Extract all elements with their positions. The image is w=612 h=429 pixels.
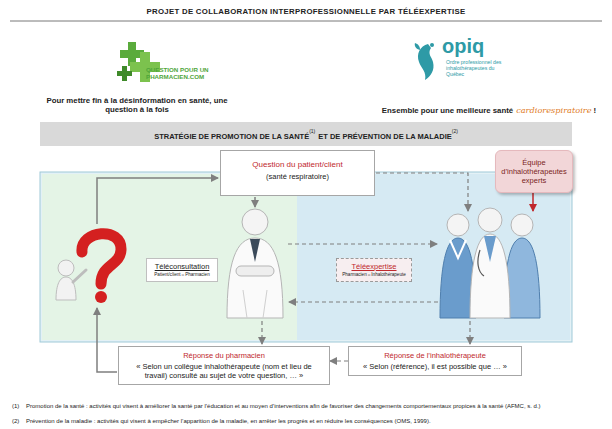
expert-team-figure-part — [478, 208, 502, 232]
flow-wires-part — [254, 197, 256, 207]
expert-team-figure-part — [447, 214, 469, 236]
expert-team-figure-part — [450, 240, 466, 258]
flow-wires-part — [97, 308, 117, 372]
node-text: Téléexpertise — [339, 262, 409, 271]
pharmacy-logo-part — [117, 66, 132, 81]
title-rule — [10, 21, 602, 22]
dashed-connector — [330, 360, 348, 361]
panel-frame-part — [40, 172, 572, 342]
question-figure-part — [82, 234, 121, 284]
pharmacist-figure-part — [243, 290, 267, 318]
opiq-logo-part — [415, 43, 420, 50]
opiq-logo-part — [418, 44, 434, 80]
logo-subtext: Ordre professionnel des inhalothérapeute… — [446, 60, 510, 78]
opiq-logo-part — [430, 43, 434, 47]
logo-wordmark: opiq — [442, 34, 502, 58]
expert-team-figure-part — [511, 214, 533, 236]
panel-frame-part — [297, 174, 570, 340]
node-text: ET DE PRÉVENTION DE LA MALADIE — [318, 132, 451, 141]
pharmacist-figure-part — [236, 266, 274, 276]
teleexpertise-box: TéléexpertisePharmacien⇔Inhalothérapeute — [336, 258, 412, 282]
node-text: Patient/client⇔Pharmacien — [149, 272, 215, 278]
node-text: Téléconsultation — [149, 262, 215, 271]
opiq-logo — [415, 43, 434, 80]
question-figure — [56, 234, 121, 303]
flow-wires-part — [289, 301, 438, 302]
pharmacist-figure-part — [227, 238, 283, 318]
tagline: ! — [594, 106, 597, 115]
flow-wires-part — [469, 321, 470, 344]
flow-wires-part — [261, 321, 262, 344]
tagline-line: Ensemble pour une meilleure santécardior… — [372, 98, 606, 117]
node-text: (1) — [309, 128, 315, 134]
expert-team-box: Équipe d’inhalothérapeutes experts — [495, 150, 573, 193]
logo-text: QUESTION POUR UN PHARMACIEN.COM — [146, 66, 216, 80]
node-text: (santé respiratoire) — [225, 172, 370, 181]
expert-team-figure-part — [484, 236, 496, 262]
tagline: Ensemble pour une meilleure santé — [382, 106, 513, 115]
question-box: Question du patient/client (santé respira… — [220, 150, 375, 196]
expert-team-figure — [440, 208, 540, 318]
flow-wires — [97, 173, 533, 372]
node-text: « Selon (référence), il est possible que… — [355, 362, 515, 371]
node-text: « Selon un collègue inhalothérapeute (no… — [125, 362, 323, 380]
panel-frame — [40, 172, 572, 342]
footnote-number: (2) — [12, 418, 26, 425]
node-text: Réponse du pharmacien — [125, 351, 323, 360]
response-box: Réponse du pharmacien « Selon un collègue… — [118, 346, 330, 385]
footnote: Prévention de la maladie : activités qui… — [26, 418, 604, 425]
heading-band: STRATÉGIE DE PROMOTION DE LA SANTÉ(1)ET … — [40, 122, 572, 146]
page-title: PROJET DE COLLABORATION INTERPROFESSIONN… — [0, 7, 612, 16]
pharmacist-figure-part — [250, 239, 260, 262]
footnote: Promotion de la santé : activités qui vi… — [26, 403, 604, 410]
node-text: Réponse de l’inhalothérapeute — [355, 351, 515, 360]
tagline-accent: cardiorespiratoire — [516, 105, 591, 115]
panel-frame-part — [42, 174, 297, 340]
flow-wires-part — [532, 192, 534, 211]
pharmacist-figure — [227, 209, 283, 318]
question-figure-part — [58, 260, 74, 276]
node-text: (2) — [452, 128, 458, 134]
expert-team-figure-part — [470, 234, 510, 318]
node-text: Équipe d’inhalothérapeutes experts — [500, 158, 568, 185]
tagline: Pour mettre fin à la désinformation en s… — [38, 96, 236, 115]
response-box: Réponse de l’inhalothérapeute « Selon (ré… — [348, 346, 522, 376]
teleconsultation-box: TéléconsultationPatient/client⇔Pharmacie… — [146, 258, 218, 282]
pharmacist-figure-part — [242, 209, 268, 235]
title-rule-part — [10, 21, 602, 22]
expert-team-figure-part — [478, 250, 484, 276]
question-figure-part — [73, 270, 86, 282]
node-text: Pharmacien⇔Inhalothérapeute — [339, 272, 409, 278]
footnote-number: (1) — [12, 403, 26, 410]
flow-wires-part — [288, 243, 437, 244]
flow-wires-part — [97, 178, 218, 224]
node-text: STRATÉGIE DE PROMOTION DE LA SANTÉ — [154, 132, 309, 141]
question-figure-part — [95, 291, 107, 303]
node-text: Question du patient/client — [225, 160, 370, 170]
flow-wires-part — [376, 173, 468, 211]
